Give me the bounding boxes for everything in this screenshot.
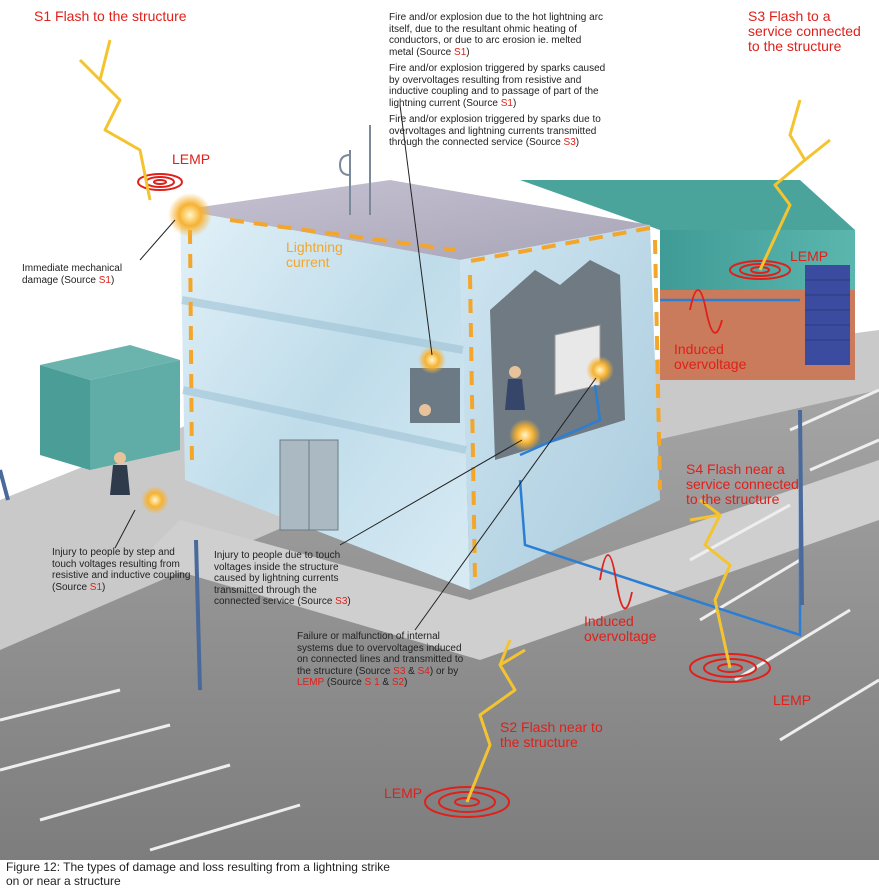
industrial-shutter xyxy=(805,265,850,365)
pavement-front xyxy=(140,460,879,660)
note-mechanical: Immediate mechanical damage (Source S1) xyxy=(22,263,123,286)
induced-overvoltage-label-1: Induced overvoltage xyxy=(674,341,747,372)
note-injury-step: Injury to people by step and touch volta… xyxy=(52,547,191,593)
s4-title: S4 Flash near a service connected to the… xyxy=(686,461,799,507)
s2-title: S2 Flash near to the structure xyxy=(500,719,603,750)
shed-side xyxy=(90,360,180,470)
note-injury-touch: Injury to people due to touch voltages i… xyxy=(214,550,351,607)
figure-caption: Figure 12: The types of damage and loss … xyxy=(6,860,390,888)
lemp-label-s1: LEMP xyxy=(172,151,211,167)
lemp-rings xyxy=(137,173,791,818)
shed-roof xyxy=(40,345,180,380)
window-office xyxy=(410,368,460,423)
overvoltage-waveforms xyxy=(599,289,723,610)
people xyxy=(110,366,525,495)
note-fire-arc: Fire and/or explosion due to the hot lig… xyxy=(389,12,604,58)
street-lamps xyxy=(0,409,804,691)
industrial-roof xyxy=(520,180,855,230)
lightning-bolts xyxy=(78,39,831,803)
s3-title: S3 Flash to a service connected to the s… xyxy=(748,8,861,54)
shed-front xyxy=(40,365,90,470)
antenna xyxy=(338,125,371,215)
note-fire-sparks-coupling: Fire and/or explosion triggered by spark… xyxy=(389,63,606,109)
note-failure: Failure or malfunction of internal syste… xyxy=(297,631,464,688)
lemp-label-s3: LEMP xyxy=(790,248,829,264)
spark-glows xyxy=(141,193,614,514)
lemp-label-s4: LEMP xyxy=(773,692,812,708)
induced-overvoltage-label-2: Induced overvoltage xyxy=(584,613,657,644)
s1-title: S1 Flash to the structure xyxy=(34,8,187,24)
lemp-label-s2: LEMP xyxy=(384,785,423,801)
lightning-current-label: Lightning current xyxy=(286,239,343,270)
note-fire-sparks-service: Fire and/or explosion triggered by spark… xyxy=(389,114,601,148)
leader-lines xyxy=(114,104,597,631)
parking-lines xyxy=(0,388,879,852)
main-wall-left xyxy=(180,210,470,590)
